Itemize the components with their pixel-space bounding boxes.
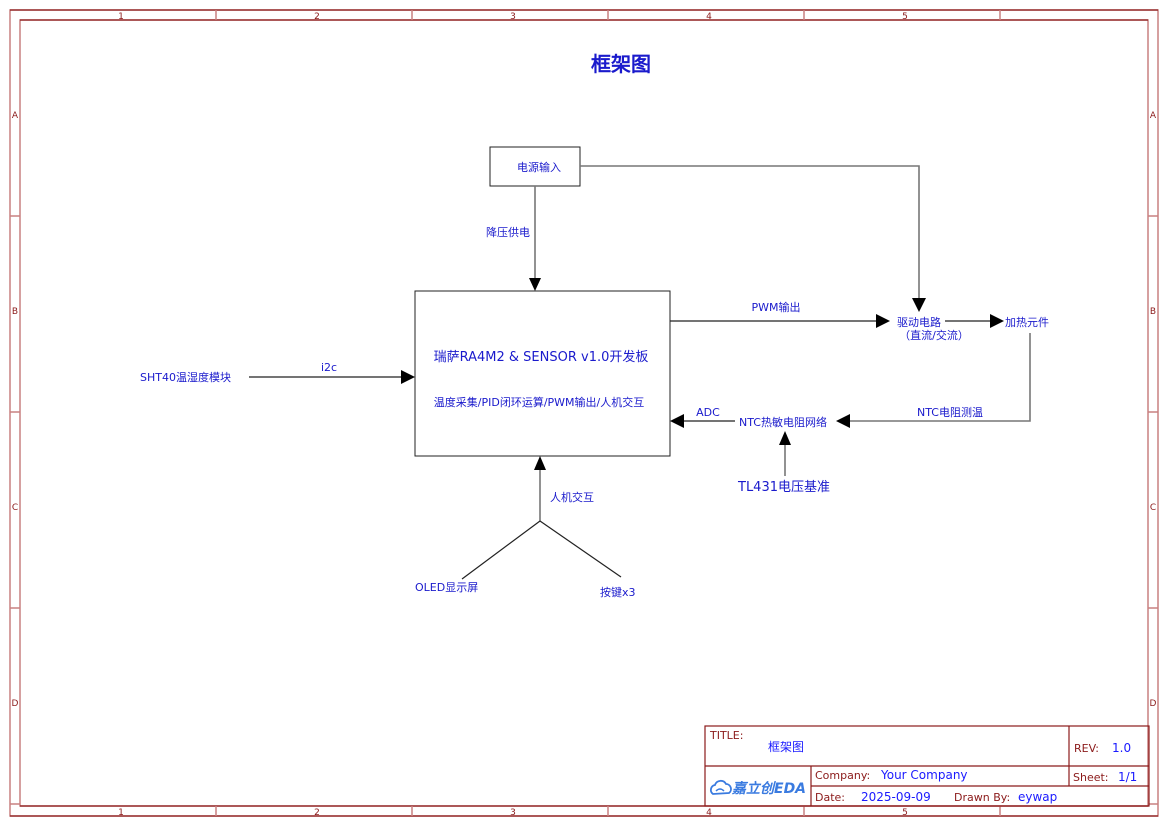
power-to-driver-wire — [580, 165, 920, 300]
zone-row-d-left: D — [12, 699, 19, 709]
date-label: Date: — [815, 791, 845, 804]
power-to-driver-arrow-icon — [912, 298, 926, 312]
zone-row-d-right: D — [1150, 699, 1157, 709]
ntc-measure-label: NTC电阻测温 — [917, 406, 983, 419]
step-down-label: 降压供电 — [486, 225, 530, 239]
sheet-value: 1/1 — [1118, 770, 1137, 784]
oled-wire — [461, 520, 541, 580]
zone-col-5-top: 5 — [902, 12, 908, 22]
zone-col-4-top: 4 — [706, 12, 712, 22]
zone-col-2-top: 2 — [314, 12, 320, 22]
heater-label: 加热元件 — [1005, 316, 1049, 329]
company-value: Your Company — [880, 768, 968, 782]
step-down-arrow-icon — [529, 278, 541, 291]
driver-circuit-sublabel: （直流/交流） — [899, 328, 969, 342]
driver-circuit-label: 驱动电路 — [897, 316, 941, 329]
rev-value: 1.0 — [1112, 741, 1131, 755]
rev-label: REV: — [1074, 742, 1099, 755]
zone-col-5-bottom: 5 — [902, 808, 908, 818]
zone-col-4-bottom: 4 — [706, 808, 712, 818]
cloud-icon — [710, 779, 732, 795]
column-zone-dividers — [215, 10, 1001, 816]
i2c-label: i2c — [321, 361, 337, 374]
title-value: 框架图 — [768, 740, 804, 754]
company-label: Company: — [815, 769, 870, 782]
zone-row-a-left: A — [12, 111, 19, 121]
mcu-board-block[interactable] — [414, 290, 671, 457]
logo-text: 嘉立创EDA — [731, 780, 806, 797]
zone-col-3-bottom: 3 — [510, 808, 516, 818]
zone-row-a-right: A — [1150, 111, 1157, 121]
pwm-arrow-icon — [876, 314, 890, 328]
zone-row-b-left: B — [12, 307, 18, 317]
title-label: TITLE: — [709, 729, 743, 742]
oled-label: OLED显示屏 — [415, 581, 478, 594]
page-title: 框架图 — [591, 52, 651, 76]
hmi-label: 人机交互 — [550, 490, 594, 504]
zone-col-1-top: 1 — [118, 12, 124, 22]
sensor-module-label: SHT40温湿度模块 — [140, 370, 231, 384]
reference-arrow-icon — [779, 431, 791, 445]
ntc-network-label: NTC热敏电阻网络 — [739, 415, 827, 429]
mcu-board-subtitle: 温度采集/PID闭环运算/PWM输出/人机交互 — [434, 395, 644, 409]
reference-label: TL431电压基准 — [737, 480, 830, 495]
drawn-by-label: Drawn By: — [954, 791, 1010, 804]
zone-row-b-right: B — [1150, 307, 1156, 317]
power-input-label: 电源输入 — [517, 160, 561, 174]
keys-label: 按键x3 — [600, 585, 636, 599]
sheet-label: Sheet: — [1073, 771, 1109, 784]
zone-col-2-bottom: 2 — [314, 808, 320, 818]
zone-row-c-left: C — [12, 503, 18, 513]
mcu-board-title: 瑞萨RA4M2 & SENSOR v1.0开发板 — [434, 349, 649, 365]
title-block — [704, 725, 1150, 807]
driver-to-heater-arrow-icon — [990, 314, 1004, 328]
adc-arrow-icon — [670, 414, 684, 428]
zone-col-3-top: 3 — [510, 12, 516, 22]
hmi-arrow-icon — [534, 456, 546, 470]
row-zone-dividers — [10, 215, 1158, 805]
pwm-label: PWM输出 — [751, 300, 800, 314]
ntc-measure-wire — [848, 333, 1031, 422]
keys-wire — [539, 520, 622, 578]
zone-row-c-right: C — [1150, 503, 1156, 513]
adc-label: ADC — [696, 406, 720, 419]
date-value: 2025-09-09 — [861, 790, 931, 804]
zone-col-1-bottom: 1 — [118, 808, 124, 818]
drawn-by-value: eywap — [1018, 790, 1057, 804]
ntc-measure-arrow-icon — [836, 414, 850, 428]
i2c-arrow-icon — [401, 370, 415, 384]
